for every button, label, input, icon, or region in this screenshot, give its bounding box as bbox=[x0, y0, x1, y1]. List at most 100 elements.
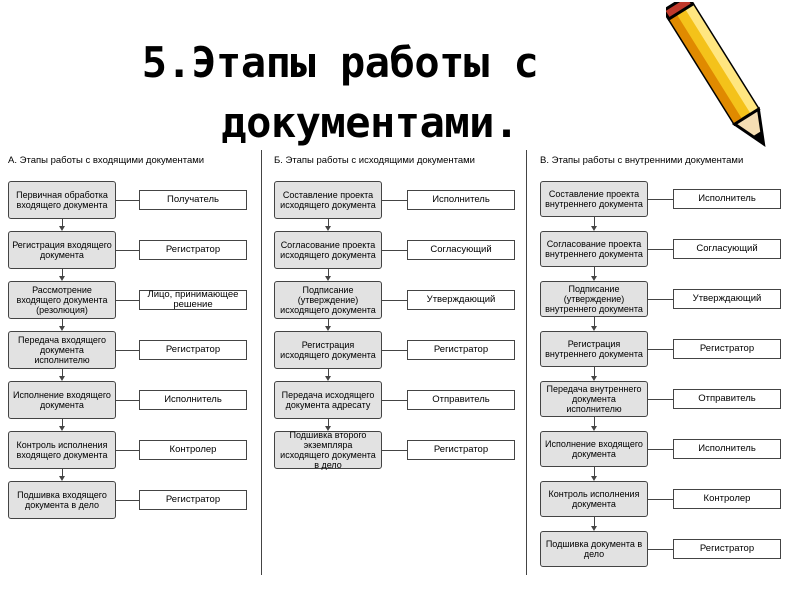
role-box: Исполнитель bbox=[673, 189, 781, 209]
step-box: Согласование проекта внутреннего докумен… bbox=[540, 231, 648, 267]
flow-line bbox=[62, 269, 63, 276]
flow-line bbox=[328, 219, 329, 226]
arrow-down-icon bbox=[325, 326, 331, 331]
arrow-down-icon bbox=[591, 326, 597, 331]
step-box: Составление проекта исходящего документа bbox=[274, 181, 382, 219]
arrow-down-icon bbox=[59, 376, 65, 381]
flow-line bbox=[62, 369, 63, 376]
flow-line bbox=[328, 319, 329, 326]
page-title-line-2: документами. bbox=[221, 98, 519, 147]
page-title-line-1: 5.Этапы работы с bbox=[141, 38, 539, 87]
flow-line bbox=[328, 269, 329, 276]
step-box: Контроль исполнения документа bbox=[540, 481, 648, 517]
role-box: Утверждающий bbox=[673, 289, 781, 309]
connector-line bbox=[648, 549, 673, 550]
role-box: Отправитель bbox=[407, 390, 515, 410]
arrow-down-icon bbox=[59, 426, 65, 431]
role-box: Исполнитель bbox=[673, 439, 781, 459]
step-box: Первичная обработка входящего документа bbox=[8, 181, 116, 219]
flow-line bbox=[594, 267, 595, 276]
role-box: Регистратор bbox=[139, 240, 247, 260]
role-box: Регистратор bbox=[407, 340, 515, 360]
pencil-icon bbox=[666, 2, 766, 147]
arrow-down-icon bbox=[325, 226, 331, 231]
role-box: Регистратор bbox=[407, 440, 515, 460]
step-box: Подшивка входящего документа в дело bbox=[8, 481, 116, 519]
step-box: Передача входящего документа исполнителю bbox=[8, 331, 116, 369]
connector-line bbox=[382, 200, 407, 201]
connector-line bbox=[382, 250, 407, 251]
arrow-down-icon bbox=[591, 226, 597, 231]
flow-line bbox=[328, 419, 329, 426]
role-box: Исполнитель bbox=[407, 190, 515, 210]
arrow-down-icon bbox=[59, 476, 65, 481]
connector-line bbox=[648, 249, 673, 250]
role-box: Регистратор bbox=[673, 539, 781, 559]
connector-line bbox=[382, 350, 407, 351]
arrow-down-icon bbox=[591, 426, 597, 431]
column-divider bbox=[261, 150, 262, 575]
step-box: Согласование проекта исходящего документ… bbox=[274, 231, 382, 269]
connector-line bbox=[116, 300, 139, 301]
flow-line bbox=[594, 517, 595, 526]
column-heading: В. Этапы работы с внутренними документам… bbox=[540, 155, 744, 166]
connector-line bbox=[116, 450, 139, 451]
step-box: Подписание (утверждение) исходящего доку… bbox=[274, 281, 382, 319]
connector-line bbox=[648, 399, 673, 400]
flow-line bbox=[594, 467, 595, 476]
role-box: Контролер bbox=[673, 489, 781, 509]
connector-line bbox=[648, 299, 673, 300]
connector-line bbox=[648, 349, 673, 350]
step-box: Передача исходящего документа адресату bbox=[274, 381, 382, 419]
role-box: Согласующий bbox=[407, 240, 515, 260]
column-heading: Б. Этапы работы с исходящими документами bbox=[274, 155, 475, 166]
arrow-down-icon bbox=[325, 426, 331, 431]
connector-line bbox=[648, 499, 673, 500]
step-box: Составление проекта внутреннего документ… bbox=[540, 181, 648, 217]
step-box: Передача внутреннего документа исполните… bbox=[540, 381, 648, 417]
arrow-down-icon bbox=[325, 376, 331, 381]
connector-line bbox=[382, 300, 407, 301]
step-box: Исполнение входящего документа bbox=[8, 381, 116, 419]
flow-line bbox=[594, 217, 595, 226]
flow-line bbox=[62, 469, 63, 476]
step-box: Подшивка второго экземпляра исходящего д… bbox=[274, 430, 382, 470]
role-box: Исполнитель bbox=[139, 390, 247, 410]
role-box: Контролер bbox=[139, 440, 247, 460]
role-box: Согласующий bbox=[673, 239, 781, 259]
role-box: Отправитель bbox=[673, 389, 781, 409]
flow-line bbox=[594, 317, 595, 326]
connector-line bbox=[116, 250, 139, 251]
column-heading: А. Этапы работы с входящими документами bbox=[8, 155, 205, 166]
connector-line bbox=[116, 400, 139, 401]
column-divider bbox=[526, 150, 527, 575]
step-box: Регистрация входящего документа bbox=[8, 231, 116, 269]
flow-line bbox=[62, 219, 63, 226]
arrow-down-icon bbox=[59, 276, 65, 281]
step-box: Подписание (утверждение) внутреннего док… bbox=[540, 281, 648, 317]
role-box: Регистратор bbox=[139, 340, 247, 360]
step-box: Контроль исполнения входящего документа bbox=[8, 431, 116, 469]
role-box: Регистратор bbox=[673, 339, 781, 359]
connector-line bbox=[116, 200, 139, 201]
step-box: Исполнение входящего документа bbox=[540, 431, 648, 467]
flow-line bbox=[62, 419, 63, 426]
arrow-down-icon bbox=[325, 276, 331, 281]
connector-line bbox=[648, 449, 673, 450]
role-box: Регистратор bbox=[139, 490, 247, 510]
connector-line bbox=[382, 450, 407, 451]
step-box: Регистрация внутреннего документа bbox=[540, 331, 648, 367]
flow-line bbox=[594, 417, 595, 426]
arrow-down-icon bbox=[591, 276, 597, 281]
connector-line bbox=[382, 400, 407, 401]
role-box: Получатель bbox=[139, 190, 247, 210]
flow-line bbox=[62, 319, 63, 326]
arrow-down-icon bbox=[591, 376, 597, 381]
role-box: Утверждающий bbox=[407, 290, 515, 310]
arrow-down-icon bbox=[591, 526, 597, 531]
step-box: Подшивка документа в дело bbox=[540, 531, 648, 567]
arrow-down-icon bbox=[59, 226, 65, 231]
flow-line bbox=[594, 367, 595, 376]
step-box: Регистрация исходящего документа bbox=[274, 331, 382, 369]
flow-line bbox=[328, 369, 329, 376]
